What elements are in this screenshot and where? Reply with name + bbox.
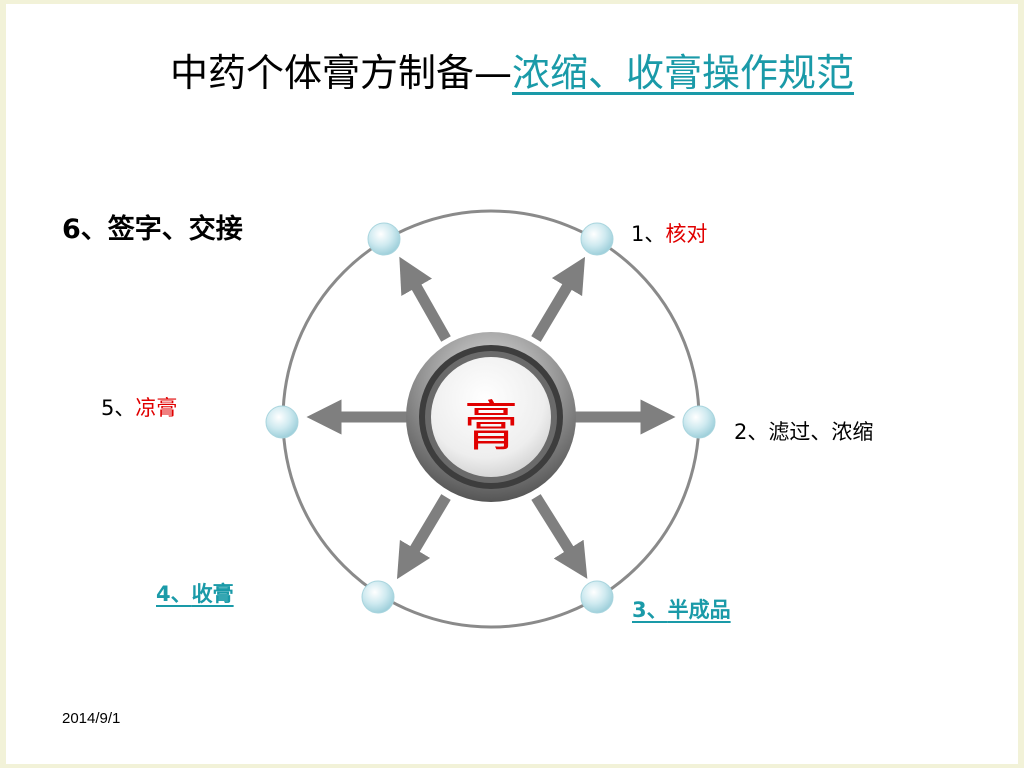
step-4-number: 4、: [156, 582, 192, 606]
arrow-to-step-6: [399, 256, 451, 342]
node-step-1[interactable]: [580, 222, 614, 256]
arrow-to-step-3: [531, 494, 588, 579]
node-step-3[interactable]: [580, 580, 614, 614]
node-step-5[interactable]: [265, 405, 299, 439]
ring-nodes: [265, 222, 716, 614]
step-5-text: 凉膏: [135, 396, 178, 420]
step-1-label: 1、核对: [631, 218, 707, 248]
center-hub[interactable]: [406, 332, 576, 502]
step-1-text: 核对: [665, 222, 708, 246]
footer-date: 2014/9/1: [62, 710, 121, 727]
step-2-number: 2、: [734, 420, 769, 444]
step-5-number: 5、: [101, 396, 136, 420]
slide: 中药个体膏方制备—浓缩、收膏操作规范: [6, 4, 1018, 764]
step-3-number: 3、: [632, 598, 668, 622]
title-prefix: 中药个体膏方制备—: [169, 51, 512, 95]
node-step-4[interactable]: [361, 580, 395, 614]
slide-title: 中药个体膏方制备—浓缩、收膏操作规范: [6, 42, 1018, 97]
step-4-label[interactable]: 4、收膏: [156, 578, 234, 608]
center-label: 膏: [464, 395, 518, 458]
step-6-text: 签字、交接: [107, 214, 243, 245]
step-1-number: 1、: [631, 222, 666, 246]
step-6-number: 6、: [62, 214, 108, 245]
arrow-to-step-4: [396, 494, 451, 580]
process-diagram: [265, 209, 716, 629]
arrows: [306, 256, 676, 580]
step-2-text: 滤过、浓缩: [768, 420, 874, 444]
step-5-label: 5、凉膏: [101, 392, 177, 422]
arrow-to-step-1: [531, 256, 586, 342]
step-4-text: 收膏: [191, 582, 234, 606]
step-2-label: 2、滤过、浓缩: [734, 416, 873, 446]
node-step-6[interactable]: [367, 222, 401, 256]
step-3-label[interactable]: 3、半成品: [632, 594, 731, 624]
step-6-label: 6、签字、交接: [62, 207, 243, 246]
step-3-text: 半成品: [667, 598, 731, 622]
node-step-2[interactable]: [682, 405, 716, 439]
title-link[interactable]: 浓缩、收膏操作规范: [512, 51, 855, 95]
